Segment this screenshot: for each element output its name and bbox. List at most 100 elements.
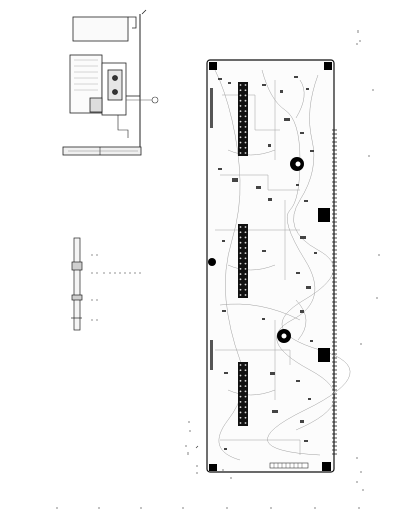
mounting-hole-top-right bbox=[324, 62, 332, 70]
connector-pin bbox=[239, 115, 242, 118]
connector-pin bbox=[244, 241, 247, 244]
pcb-board bbox=[206, 59, 351, 473]
side-view-top-assembly bbox=[62, 9, 159, 156]
right-edge-comb bbox=[332, 129, 337, 455]
top-bracket bbox=[72, 16, 129, 42]
connector-pin bbox=[239, 294, 242, 296]
connector-pin bbox=[239, 390, 242, 393]
connector-pin bbox=[244, 257, 247, 260]
top-bracket-lip bbox=[128, 16, 137, 29]
connector-pin bbox=[244, 262, 247, 265]
connector-lower bbox=[238, 362, 248, 426]
transistor-package bbox=[107, 69, 123, 101]
connector-pin bbox=[244, 131, 247, 133]
right-margin-marks bbox=[356, 30, 380, 491]
connector-pin bbox=[244, 374, 247, 377]
connector-pin bbox=[239, 416, 242, 419]
connector-pin bbox=[239, 283, 242, 286]
mounting-hole-top-left bbox=[209, 62, 217, 70]
connector-pin bbox=[239, 110, 242, 113]
connector-pin bbox=[239, 369, 242, 372]
connector-pin bbox=[239, 236, 242, 239]
connector-pin bbox=[239, 84, 242, 86]
mounting-hole-bottom-left bbox=[209, 464, 217, 471]
connector-pin bbox=[244, 226, 247, 228]
connector-middle bbox=[238, 224, 248, 298]
connector-pin bbox=[244, 141, 247, 144]
connector-pin bbox=[239, 141, 242, 144]
connector-pin bbox=[244, 283, 247, 286]
board-outline bbox=[206, 59, 335, 473]
connector-pin bbox=[244, 369, 247, 372]
connector-pin bbox=[239, 288, 242, 291]
connector-pin bbox=[244, 146, 247, 149]
connector-pin bbox=[244, 401, 247, 403]
connector-pin bbox=[239, 257, 242, 260]
connector-pin bbox=[239, 99, 242, 102]
connector-body bbox=[238, 224, 248, 298]
connector-pin bbox=[244, 247, 247, 249]
connector-pin bbox=[244, 406, 247, 409]
bottom-edge-connector bbox=[269, 462, 309, 469]
connector-pin bbox=[239, 401, 242, 403]
connector-pin bbox=[244, 267, 247, 270]
connector-pin bbox=[244, 110, 247, 113]
connector-pin bbox=[239, 120, 242, 123]
connector-pin bbox=[239, 226, 242, 228]
connector-pin bbox=[244, 120, 247, 123]
connector-pin bbox=[244, 395, 247, 398]
connector-pin bbox=[239, 379, 242, 382]
connector-pin bbox=[244, 105, 247, 107]
connector-pin bbox=[244, 385, 247, 387]
connector-body bbox=[238, 362, 248, 426]
connector-pin bbox=[244, 125, 247, 128]
connector-pin bbox=[244, 252, 247, 255]
connector-pin bbox=[244, 411, 247, 414]
connector-pin bbox=[239, 411, 242, 414]
connector-pin bbox=[239, 125, 242, 128]
connector-pin bbox=[239, 89, 242, 92]
connector-pin bbox=[244, 136, 247, 139]
connectors bbox=[238, 82, 248, 426]
connector-pin bbox=[239, 374, 242, 377]
connector-pin bbox=[244, 99, 247, 102]
connector-pin bbox=[244, 94, 247, 97]
mounting-holes bbox=[208, 62, 332, 471]
connector-pin bbox=[239, 105, 242, 107]
dimension-dots-row bbox=[91, 254, 141, 321]
connector-pin bbox=[244, 273, 247, 275]
connector-pin bbox=[244, 416, 247, 419]
connector-pin bbox=[239, 152, 242, 154]
connector-pin bbox=[239, 252, 242, 255]
connector-pin bbox=[239, 364, 242, 366]
connector-pin bbox=[239, 273, 242, 275]
connector-pin bbox=[239, 267, 242, 270]
mounting-hole-3 bbox=[208, 258, 216, 266]
connector-pin bbox=[244, 364, 247, 366]
bottom-margin-marks bbox=[56, 421, 360, 509]
connector-pin bbox=[244, 152, 247, 154]
connector-pin bbox=[239, 422, 242, 424]
side-view-bottom-assembly bbox=[71, 237, 141, 331]
pad-right-1 bbox=[318, 208, 330, 222]
connector-pin bbox=[244, 422, 247, 424]
connector-pin bbox=[244, 236, 247, 239]
connector-pin bbox=[239, 231, 242, 234]
connector-pin bbox=[244, 115, 247, 118]
connector-body bbox=[238, 82, 248, 156]
copper-traces bbox=[214, 69, 351, 461]
connector-pin bbox=[239, 278, 242, 281]
board-edge-profile bbox=[73, 237, 81, 331]
smd-components bbox=[218, 76, 317, 450]
connector-pin bbox=[239, 247, 242, 249]
connector-pin bbox=[244, 390, 247, 393]
connector-pin bbox=[239, 385, 242, 387]
connector-pin bbox=[244, 89, 247, 92]
connector-pin bbox=[244, 288, 247, 291]
connector-pin bbox=[239, 94, 242, 97]
connector-pin bbox=[244, 294, 247, 296]
connector-upper bbox=[238, 82, 248, 156]
connector-pin bbox=[239, 262, 242, 265]
connector-pin bbox=[244, 379, 247, 382]
